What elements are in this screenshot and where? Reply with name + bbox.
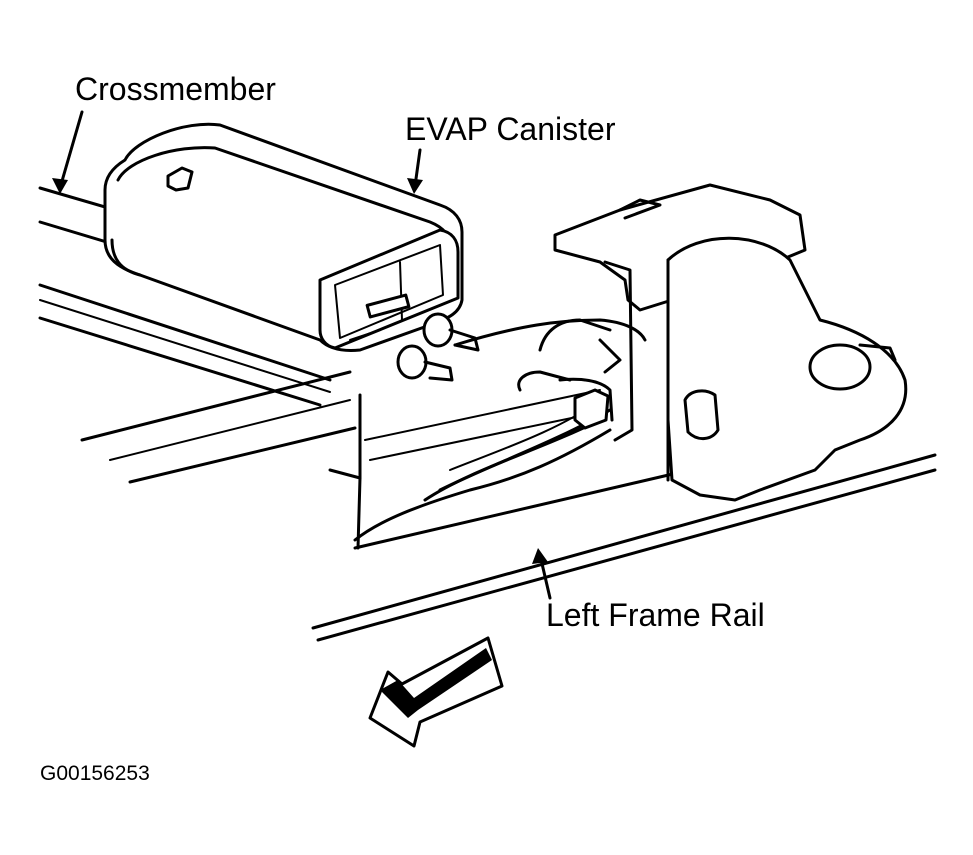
- evap-canister: [103, 122, 464, 352]
- crossmember-label: Crossmember: [75, 71, 276, 107]
- left-frame-rail-label: Left Frame Rail: [546, 597, 765, 633]
- leader-arrows: [52, 110, 552, 600]
- front-direction-arrow: [368, 636, 504, 748]
- figure-id-label: G00156253: [40, 762, 150, 785]
- hose-fittings: [349, 293, 480, 382]
- frame-bracket: [553, 183, 908, 502]
- vapor-lines: [353, 318, 647, 542]
- evap-canister-label: EVAP Canister: [405, 111, 616, 147]
